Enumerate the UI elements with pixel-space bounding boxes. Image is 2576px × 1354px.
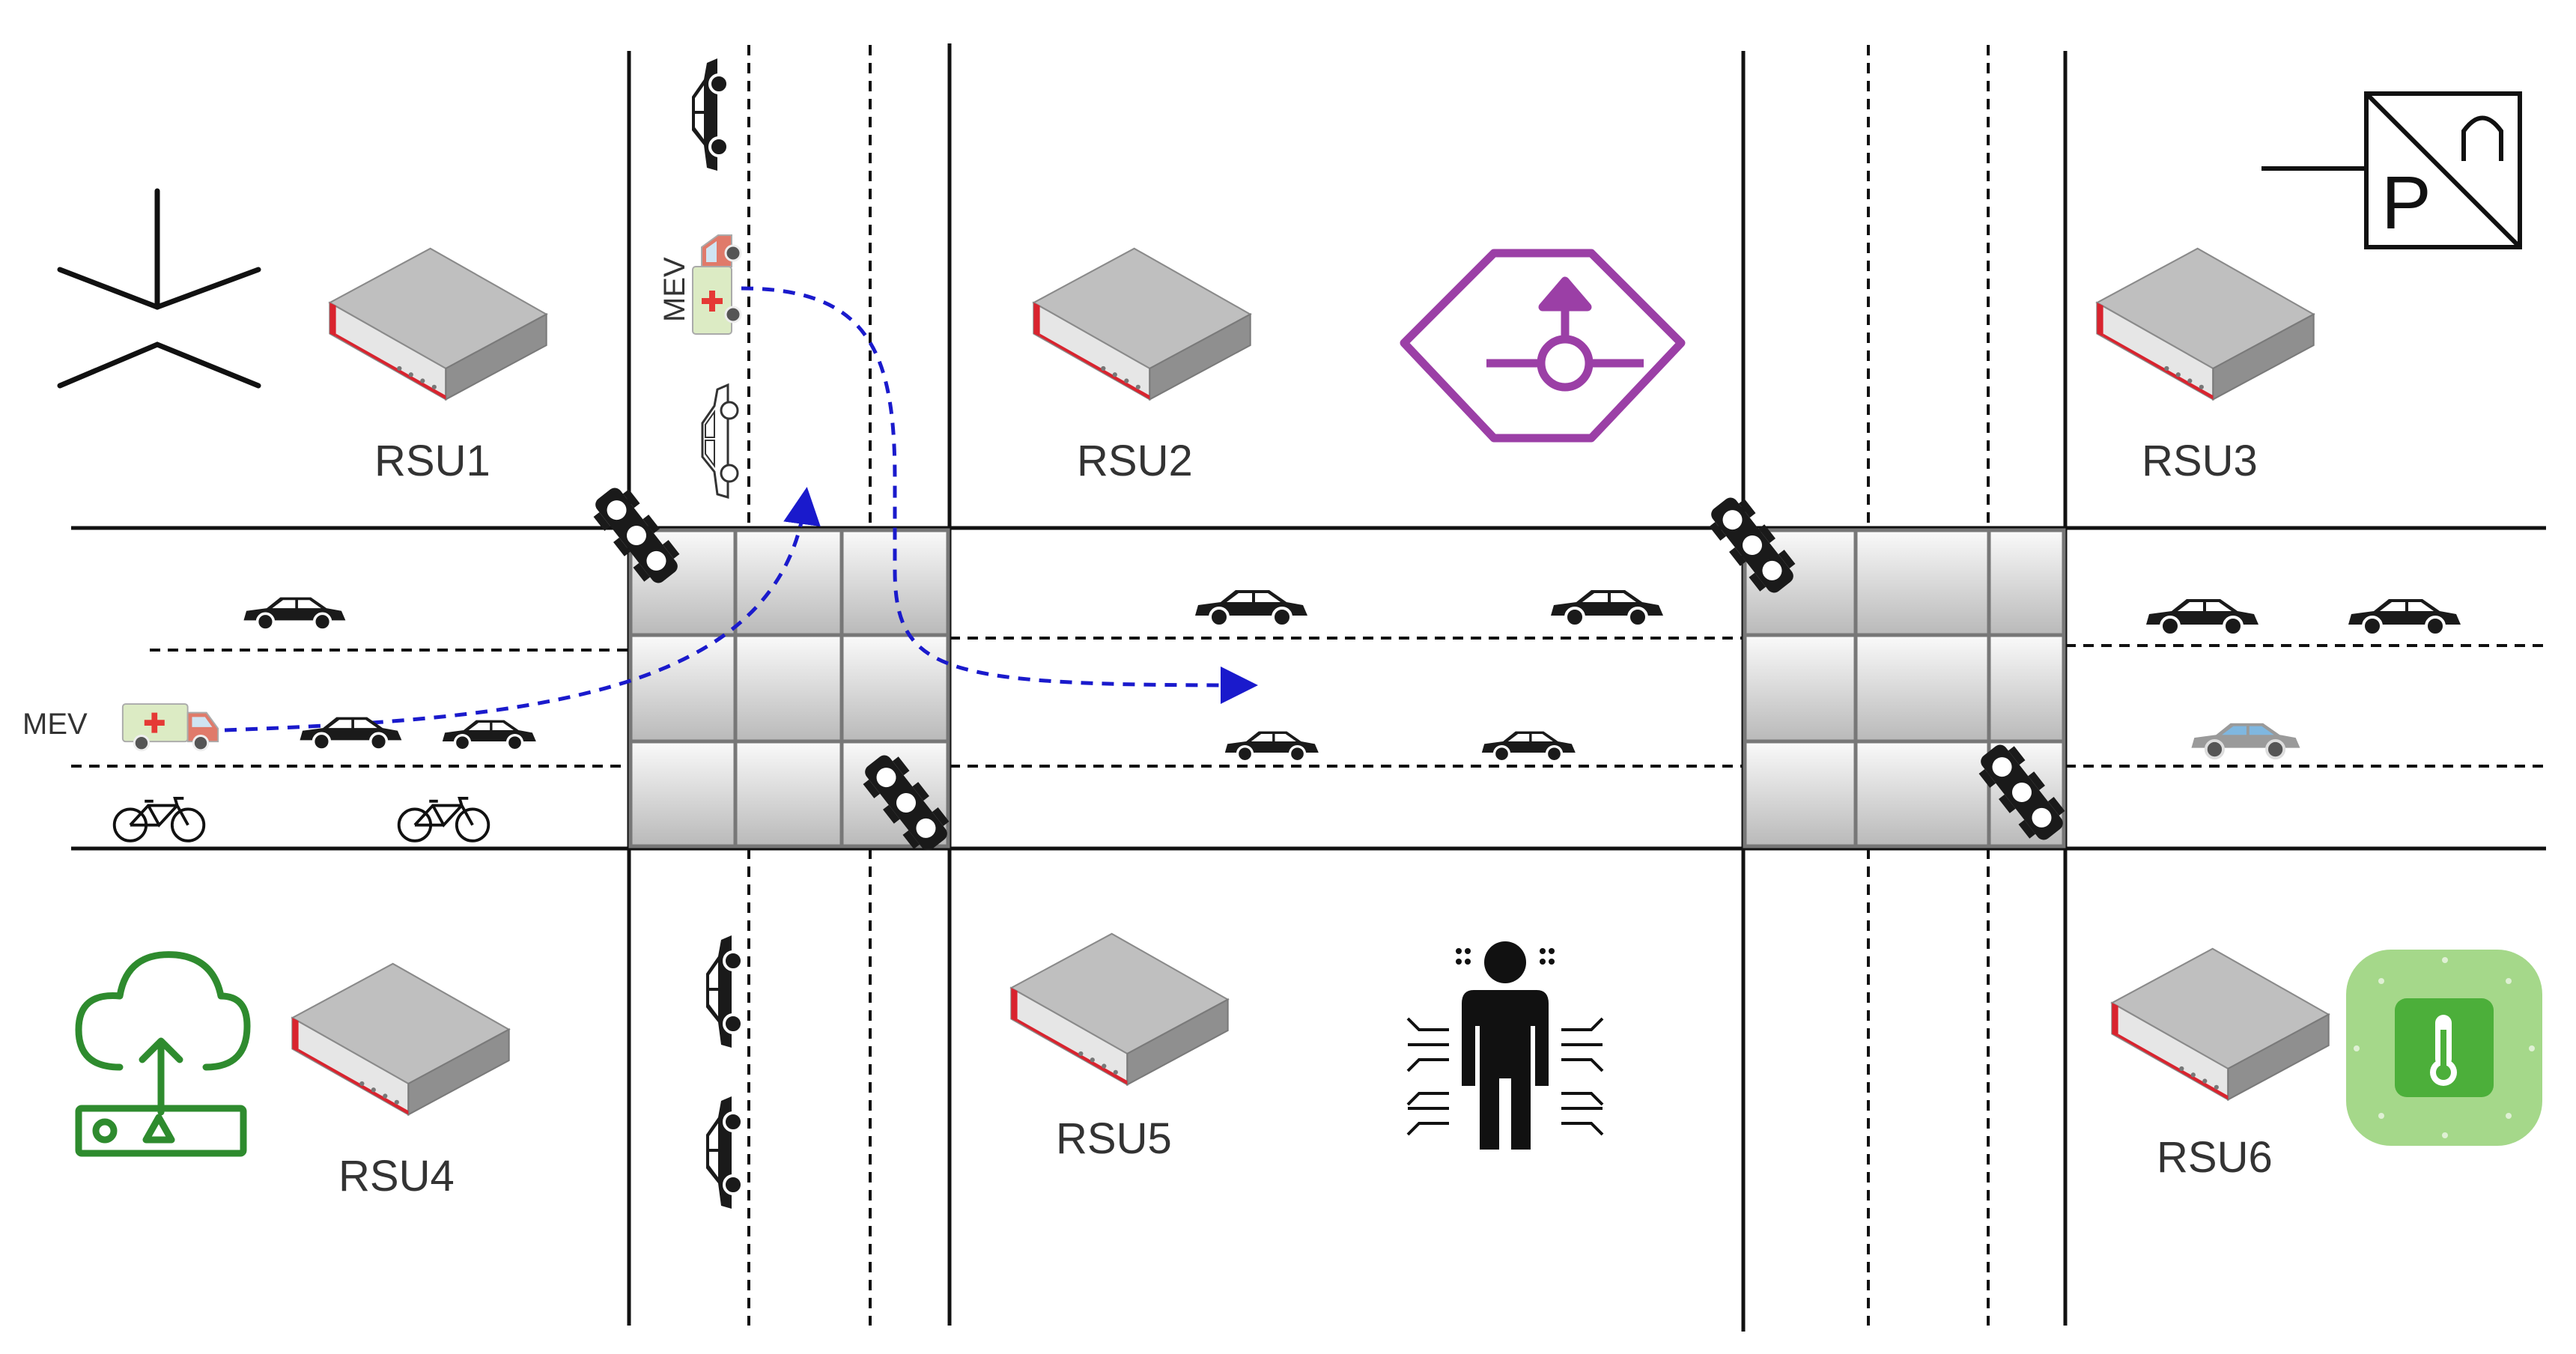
thermometer-sensor-icon <box>2346 950 2542 1146</box>
car-icon <box>1194 589 1309 628</box>
roundabout-hexagon-icon <box>1400 249 1686 443</box>
smart-pedestrian-icon <box>1406 941 1604 1150</box>
rsu-label-1: RSU1 <box>374 437 490 485</box>
route-south-to-east <box>741 286 1258 704</box>
lane-markings <box>71 45 2546 1326</box>
rsu-box-3 <box>2096 247 2315 401</box>
rsu-box-1 <box>329 247 547 401</box>
rsu-label-3: RSU3 <box>2142 437 2258 485</box>
rsu-label-5: RSU5 <box>1056 1114 1172 1163</box>
mev-label-west: MEV <box>22 708 88 741</box>
mev-label-north: MEV <box>658 257 691 322</box>
car-grey-icon <box>2190 721 2302 760</box>
rsu-box-6 <box>2111 947 2330 1101</box>
car-icon <box>1549 589 1665 628</box>
car-icon <box>2145 598 2260 637</box>
car-icon <box>1480 729 1577 763</box>
parking-sensor-icon: P <box>2261 91 2522 249</box>
rsu-label-6: RSU6 <box>2157 1133 2273 1182</box>
rsu-label-4: RSU4 <box>338 1152 455 1200</box>
car-icon <box>705 1095 744 1210</box>
bicycle-icon <box>112 797 206 843</box>
intersection-grid-right <box>1743 528 2066 848</box>
car-outline-icon <box>701 383 739 499</box>
car-icon <box>242 595 347 631</box>
bicycle-icon <box>397 797 490 843</box>
rsu-box-2 <box>1033 247 1251 401</box>
car-icon <box>1224 729 1320 763</box>
car-icon <box>2347 598 2462 637</box>
rsu-box-4 <box>291 962 510 1116</box>
car-icon <box>298 715 404 751</box>
parking-letter: P <box>2381 161 2431 245</box>
car-icon <box>441 718 538 752</box>
antenna-icon <box>57 188 261 389</box>
rsu-label-2: RSU2 <box>1077 437 1193 485</box>
car-icon <box>690 57 729 172</box>
ambulance-icon <box>121 702 219 752</box>
ambulance-icon <box>691 234 742 336</box>
intersection-grid-left <box>628 528 950 848</box>
rsu-box-5 <box>1010 932 1229 1086</box>
car-icon <box>705 934 744 1049</box>
cloud-upload-router-icon <box>75 951 251 1157</box>
